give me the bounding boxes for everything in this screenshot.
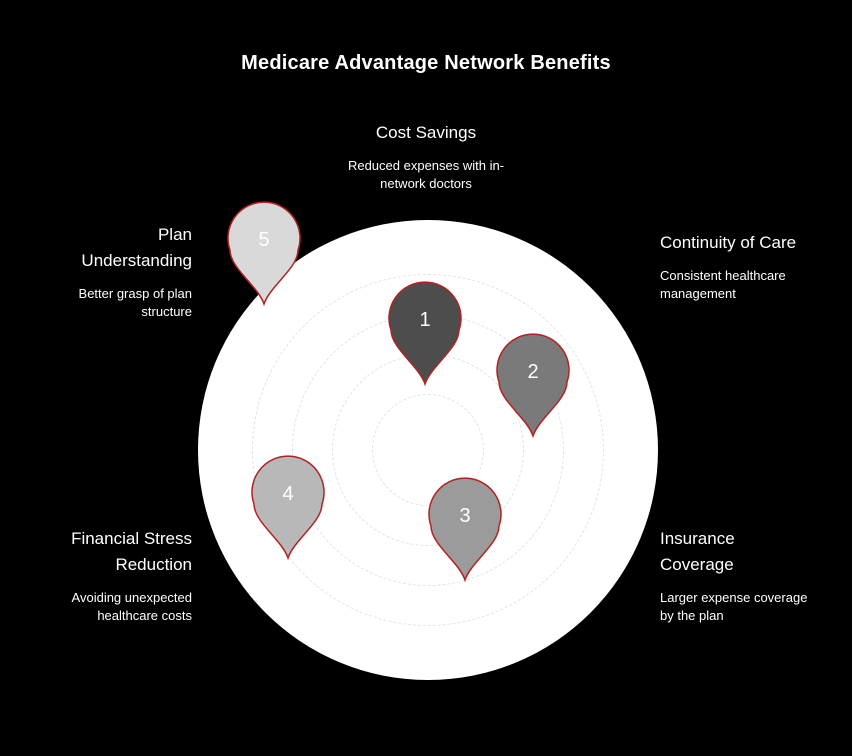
- benefit-heading-plan-understanding: Plan Understanding: [81, 225, 192, 270]
- dotted-ring-outer: [252, 274, 604, 626]
- benefit-description-insurance-coverage: Larger expense coverage by the plan: [660, 590, 808, 623]
- pin-3-number: 3: [459, 505, 470, 527]
- pin-4-shape: [251, 455, 325, 561]
- benefit-heading-financial-stress-reduction: Financial Stress Reduction: [71, 529, 192, 574]
- benefit-description-continuity-of-care: Consistent healthcare management: [660, 268, 786, 301]
- benefit-description-cost-savings: Reduced expenses with in-network doctors: [347, 158, 505, 191]
- map-pin-4-icon: 4: [251, 455, 325, 561]
- benefit-label-plan-understanding: Plan Understanding Better grasp of plan …: [57, 222, 192, 321]
- pin-2-shape: [496, 333, 570, 439]
- benefit-heading-cost-savings: Cost Savings: [375, 123, 477, 142]
- benefit-heading-continuity-of-care: Continuity of Care: [660, 233, 797, 252]
- benefit-description-plan-understanding: Better grasp of plan structure: [78, 286, 192, 319]
- pin-4-number: 4: [282, 483, 293, 505]
- benefit-description-financial-stress-reduction: Avoiding unexpected healthcare costs: [71, 590, 192, 623]
- page-title: Medicare Advantage Network Benefits: [241, 52, 611, 74]
- pin-2-number: 2: [527, 361, 538, 383]
- pin-1-number: 1: [419, 309, 430, 331]
- pin-1-shape: [388, 281, 462, 387]
- pin-5-shape: [227, 201, 301, 307]
- map-pin-3-icon: 3: [428, 477, 502, 583]
- map-pin-1-icon: 1: [388, 281, 462, 387]
- pin-5-number: 5: [258, 229, 269, 251]
- benefit-label-insurance-coverage: Insurance Coverage Larger expense covera…: [660, 526, 810, 625]
- benefit-label-cost-savings: Cost Savings Reduced expenses with in-ne…: [338, 120, 514, 193]
- benefit-label-continuity-of-care: Continuity of Care Consistent healthcare…: [660, 230, 820, 303]
- map-pin-5-icon: 5: [227, 201, 301, 307]
- benefit-heading-insurance-coverage: Insurance Coverage: [660, 529, 735, 574]
- pin-3-shape: [428, 477, 502, 583]
- benefit-label-financial-stress-reduction: Financial Stress Reduction Avoiding unex…: [47, 526, 192, 625]
- map-pin-2-icon: 2: [496, 333, 570, 439]
